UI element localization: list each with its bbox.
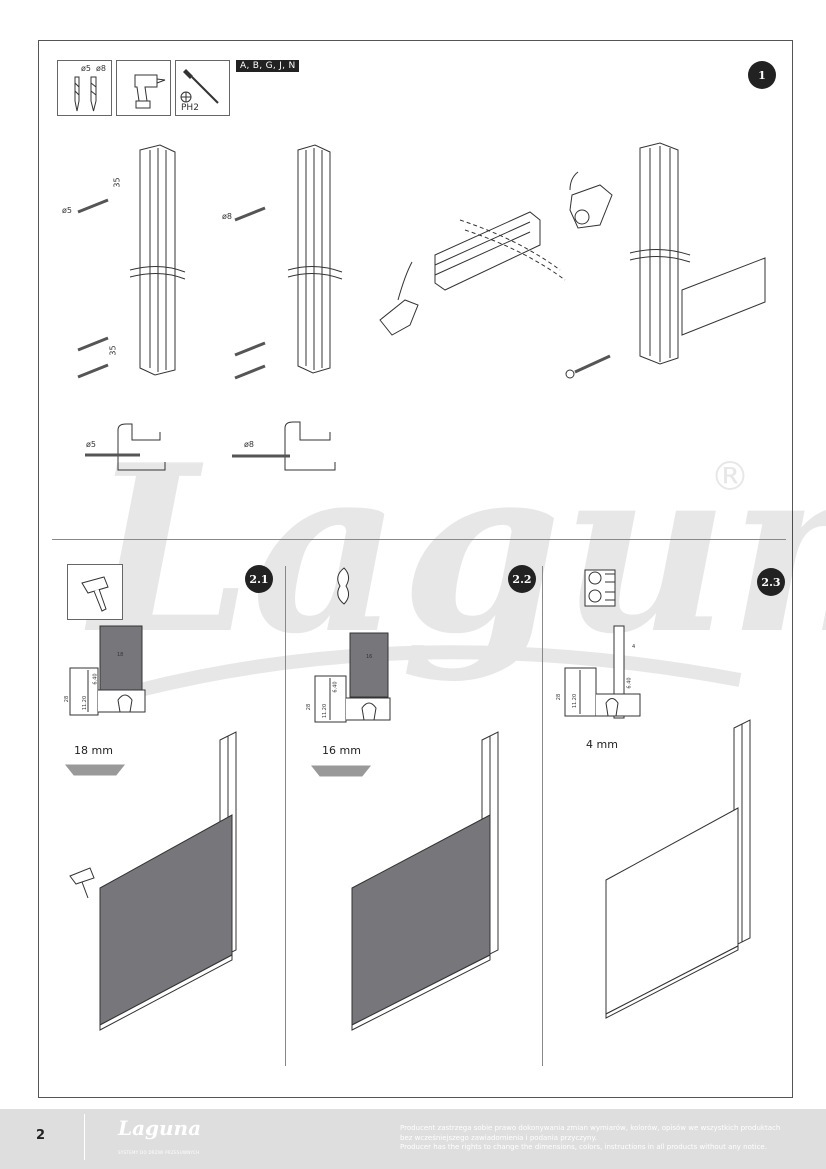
step2-2-dim-width: 16 xyxy=(366,654,373,660)
step2-3-thickness: 4 mm xyxy=(586,738,618,751)
screwdriver-icon xyxy=(180,69,219,104)
drill-bit-large-label: ø8 xyxy=(96,64,106,73)
step2-2-thickness: 16 mm xyxy=(322,744,361,757)
section-divider xyxy=(52,539,786,540)
disclaimer-pl-line-1: Producent zastrzega sobie prawo dokonywa… xyxy=(400,1124,781,1132)
drill-bits-toolbox: ø5 ø8 xyxy=(57,60,112,116)
hammer-toolbox xyxy=(67,564,123,620)
step2-1-dim-inner: 11.20 xyxy=(82,695,89,711)
footer-separator xyxy=(84,1114,85,1160)
section-anchor-small-label: ø5 xyxy=(86,440,96,449)
column-divider-1 xyxy=(285,566,286,1066)
gasket-icon xyxy=(337,567,350,605)
screwdriver-bit-label: PH2 xyxy=(181,103,199,113)
parts-tag: A, B, G, J, N xyxy=(236,60,300,72)
hammer-icon xyxy=(81,576,109,612)
anchor-large-label: ø8 xyxy=(222,212,232,221)
footer-disclaimer: Producent zastrzega sobie prawo dokonywa… xyxy=(400,1124,810,1153)
step2-3-illustration xyxy=(564,625,751,1019)
seal-profile-icon xyxy=(584,569,616,607)
step2-3-dim-width: 4 xyxy=(632,644,636,650)
step-badge-2-2: 2.2 xyxy=(508,565,536,593)
step2-3-dim-offset: 6.40 xyxy=(626,677,633,689)
dim-top-label: 35 xyxy=(112,177,122,188)
footer xyxy=(0,1109,826,1169)
disclaimer-en: Producer has the rights to change the di… xyxy=(400,1143,767,1151)
step1-illustration xyxy=(77,142,766,471)
drill-bits-icon xyxy=(74,76,97,112)
screwdriver-toolbox: PH2 xyxy=(175,60,230,116)
step2-2-dim-height: 28 xyxy=(306,703,313,711)
drill-toolbox xyxy=(116,60,171,116)
step-badge-2-1: 2.1 xyxy=(245,565,273,593)
step2-3-dim-inner: 11.20 xyxy=(572,693,579,709)
footer-logo: Laguna xyxy=(118,1116,202,1140)
step2-2-illustration xyxy=(310,632,499,1031)
step2-1-dim-height: 28 xyxy=(64,695,71,703)
drill-bit-small-label: ø5 xyxy=(81,64,91,73)
step2-1-dim-width: 18 xyxy=(117,652,124,658)
instruction-frame xyxy=(38,40,793,1098)
footer-logo-tagline: SYSTEMY DO DRZWI PRZESUWNYCH xyxy=(118,1150,200,1155)
dim-bottom-label: 35 xyxy=(108,345,118,356)
disclaimer-pl-line-2: bez wcześniejszego zawiadomienia i podan… xyxy=(400,1133,597,1142)
step2-1-thickness: 18 mm xyxy=(74,744,113,757)
cordless-drill-icon xyxy=(134,74,166,109)
column-divider-2 xyxy=(542,566,543,1066)
watermark-registered: ® xyxy=(710,454,750,500)
page-number: 2 xyxy=(36,1128,46,1143)
step-badge-1: 1 xyxy=(748,61,776,89)
anchor-small-label: ø5 xyxy=(62,206,72,215)
step2-3-dim-height: 28 xyxy=(556,693,563,701)
section-anchor-large-label: ø8 xyxy=(244,440,254,449)
step2-2-dim-offset: 6.40 xyxy=(332,681,339,693)
step2-1-dim-offset: 6.40 xyxy=(92,673,99,685)
laguna-watermark: Laguna ® xyxy=(84,415,826,697)
step2-1-illustration xyxy=(64,625,237,1031)
watermark-text: Laguna xyxy=(84,415,826,685)
step-badge-2-3: 2.3 xyxy=(757,568,785,596)
step2-2-dim-inner: 11.20 xyxy=(322,703,329,719)
